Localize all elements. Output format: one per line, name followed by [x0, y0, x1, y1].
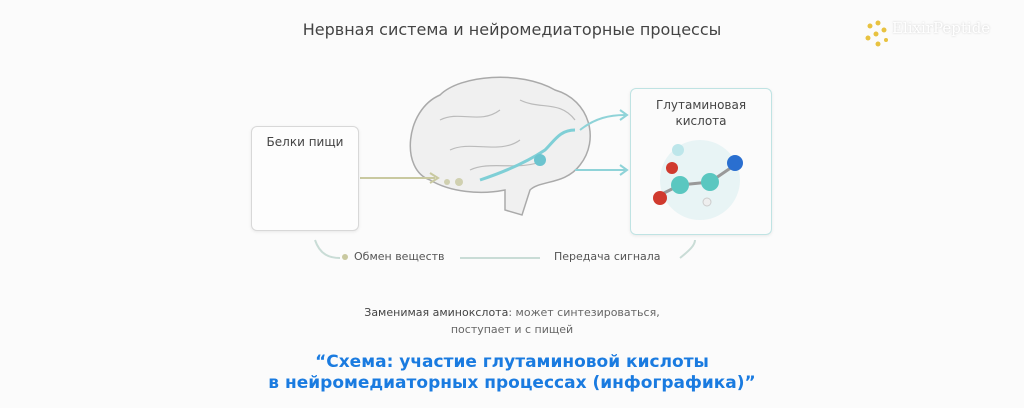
diagram-graphics: [267, 76, 743, 260]
food-proteins-label: Белки пищи: [266, 135, 344, 149]
flow-label-signal: Передача сигнала: [554, 250, 661, 263]
flow-label-metabolism: Обмен веществ: [354, 250, 445, 263]
caption: “Схема: участие глутаминовой кислоты в н…: [0, 352, 1024, 394]
note-line2: поступает и с пищей: [450, 323, 574, 336]
logo: ElixirPeptide: [862, 16, 1012, 52]
note-term: Заменимая аминокслота: [364, 306, 509, 319]
note: Заменимая аминокслота: может синтезирова…: [0, 304, 1024, 338]
glutamic-acid-label-line1: Глутаминовая: [655, 98, 747, 112]
brain-illustration: [409, 76, 591, 216]
glutamic-acid-box: Глутаминовая кислота: [630, 88, 772, 235]
note-rest: : может синтезироваться,: [508, 306, 660, 319]
diagram-title: Нервная система и нейромедиаторные проце…: [302, 20, 722, 39]
arrow-to-glutamate-top: [579, 114, 626, 131]
caption-line2: в нейромедиаторных процессах (инфографик…: [268, 373, 756, 393]
molecule-logo-icon: [865, 20, 888, 47]
glutamic-acid-label: Глутаминовая кислота: [631, 97, 771, 129]
glutamic-acid-label-line2: кислота: [675, 114, 727, 128]
arrow-bottom-flow: [314, 239, 696, 259]
glutamate-molecule-icon: [653, 140, 743, 220]
food-proteins-box: Белки пищи: [251, 126, 359, 231]
caption-line1: “Схема: участие глутаминовой кислоты: [315, 352, 709, 372]
logo-text: ElixirPeptide: [892, 19, 991, 37]
